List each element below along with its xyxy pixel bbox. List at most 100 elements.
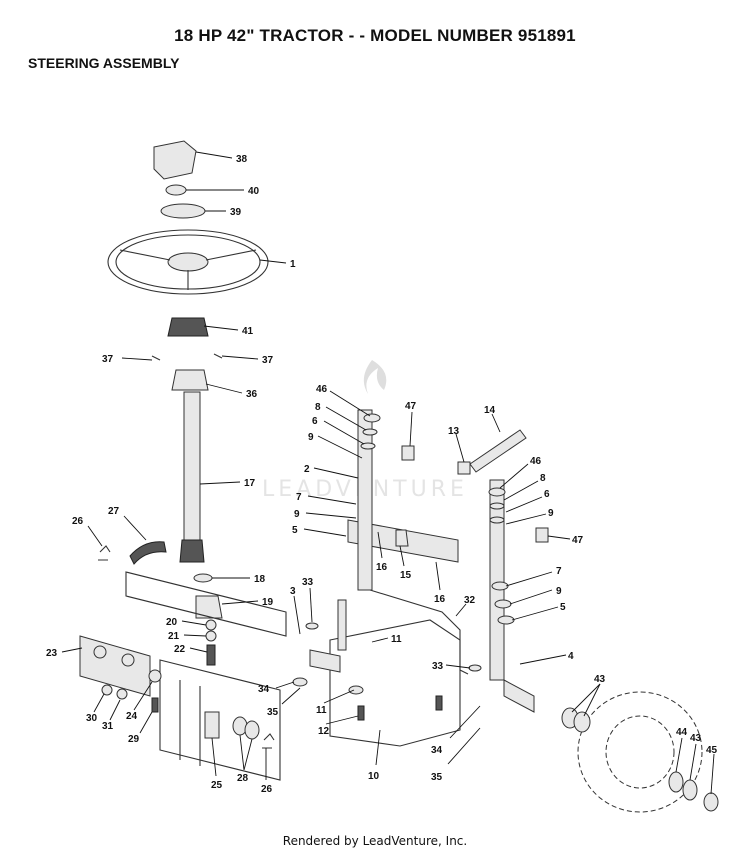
callout-label: 47: [405, 401, 417, 412]
nut-31: [116, 688, 128, 700]
callout-label: 5: [560, 602, 566, 613]
frame-10: [329, 619, 461, 747]
washer-44: [668, 771, 684, 793]
callout-label: 3: [290, 586, 296, 597]
steering-gear-group: [79, 541, 287, 781]
callout-label: 32: [464, 595, 476, 606]
callout-label: 1: [290, 259, 296, 270]
callout-label: 6: [312, 416, 318, 427]
bolt-12: [357, 705, 365, 721]
callout-label: 31: [102, 721, 114, 732]
washer-11: [348, 685, 364, 695]
callout-label: 28: [237, 773, 249, 784]
callout-label: 15: [400, 570, 412, 581]
bolt-22: [206, 644, 216, 666]
spindle-group: [357, 409, 549, 713]
callout-label: 12: [318, 726, 330, 737]
spindle-4: [489, 479, 505, 681]
callout-label: 8: [540, 473, 546, 484]
callout-label: 8: [315, 402, 321, 413]
callout-label: 17: [244, 478, 256, 489]
callout-label: 36: [246, 389, 258, 400]
callout-label: 43: [690, 733, 702, 744]
callout-label: 5: [292, 525, 298, 536]
callout-label: 29: [128, 734, 140, 745]
bolt-26: [98, 545, 111, 561]
bushing-18: [193, 573, 213, 583]
callout-label: 9: [556, 586, 562, 597]
callout-label: 16: [434, 594, 446, 605]
sector-gear-27: [129, 541, 167, 565]
washer-34: [292, 677, 308, 687]
callout-label: 46: [530, 456, 542, 467]
plate-23: [79, 635, 151, 697]
callout-label: 44: [676, 727, 688, 738]
callout-label: 35: [267, 707, 279, 718]
section-title: STEERING ASSEMBLY: [28, 55, 180, 71]
screw-29: [151, 697, 159, 713]
nut-33b: [468, 664, 482, 672]
callout-label: 19: [262, 597, 274, 608]
callout-label: 25: [211, 780, 223, 791]
pinion: [179, 539, 205, 563]
bolt-14: [469, 429, 527, 473]
cap-38: [153, 140, 197, 180]
footer-credit: Rendered by LeadVenture, Inc.: [282, 834, 468, 848]
callout-label: 13: [448, 426, 460, 437]
callout-label: 33: [432, 661, 444, 672]
callout-label: 9: [308, 432, 314, 443]
callout-label: 9: [294, 509, 300, 520]
page-title: 18 HP 42" TRACTOR - - MODEL NUMBER 95189…: [174, 26, 576, 45]
callout-label: 24: [126, 711, 138, 722]
cap-45: [703, 792, 719, 812]
callout-label: 26: [261, 784, 273, 795]
callout-label: 47: [572, 535, 584, 546]
callout-label: 35: [431, 772, 443, 783]
callout-label: 26: [72, 516, 84, 527]
callout-label: 37: [102, 354, 114, 365]
nut-13: [457, 461, 471, 475]
spindle-2: [357, 409, 373, 591]
fitting-47: [401, 445, 415, 461]
spacer-24: [148, 669, 162, 683]
callout-label: 14: [484, 405, 496, 416]
front-wheel-group: [561, 691, 719, 813]
link-25: [204, 711, 220, 739]
washer-39: [160, 203, 206, 219]
steering-wheel-1: [107, 229, 269, 295]
callout-label: 6: [544, 489, 550, 500]
nut-40: [165, 184, 187, 196]
callout-label: 37: [262, 355, 274, 366]
callout-label: 20: [166, 617, 178, 628]
callout-label: 22: [174, 644, 186, 655]
steering-shaft-group: [179, 391, 223, 666]
bolt-26b: [262, 733, 275, 749]
flame-logo-icon: [363, 360, 387, 394]
callout-label: 39: [230, 207, 242, 218]
shaft-17: [183, 391, 201, 543]
callout-label: 45: [706, 745, 718, 756]
steering-wheel-group: [107, 140, 269, 391]
washer-30: [101, 684, 113, 696]
callout-label: 30: [86, 713, 98, 724]
callout-label: 7: [296, 492, 302, 503]
callout-label: 23: [46, 648, 58, 659]
callout-label: 11: [391, 634, 402, 645]
adapter-41: [167, 317, 209, 337]
fitting-47b: [535, 527, 549, 543]
cap-46: [363, 413, 381, 423]
link-3: [337, 599, 347, 651]
callout-label: 33: [302, 577, 314, 588]
callout-label: 18: [254, 574, 266, 585]
bracket-19: [195, 595, 223, 619]
callout-label: 38: [236, 154, 248, 165]
bushing-15: [395, 529, 409, 547]
nut-33: [305, 622, 319, 630]
drag-link-32: [369, 589, 469, 675]
callout-label: 4: [568, 651, 574, 662]
callout-label: 46: [316, 384, 328, 395]
callout-label: 43: [594, 674, 606, 685]
collar-36: [171, 369, 209, 391]
callout-label: 34: [258, 684, 270, 695]
